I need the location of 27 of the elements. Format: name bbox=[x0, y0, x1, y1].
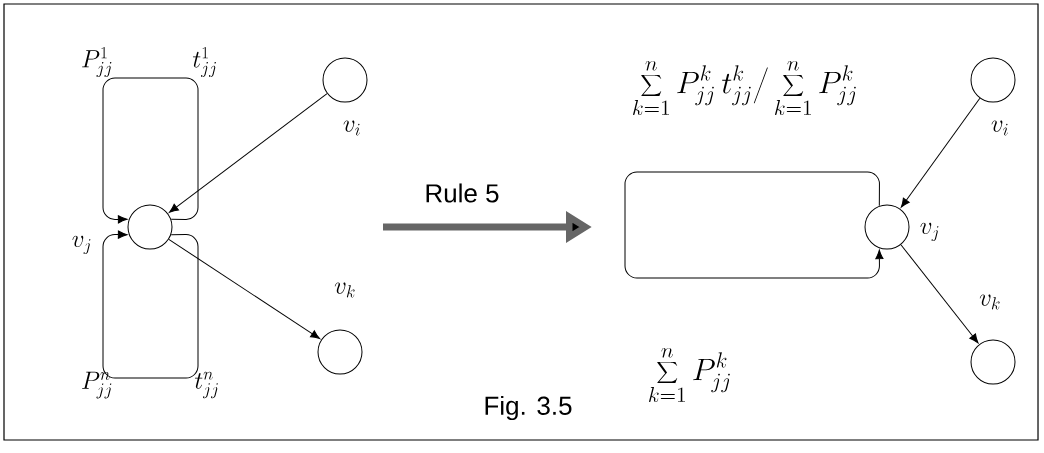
arrow bbox=[102, 230, 199, 379]
arrow bbox=[900, 244, 979, 344]
node-label: $v_{j}$ bbox=[72, 235, 91, 255]
node-label: $v_{k}$ bbox=[334, 282, 355, 298]
loop-label: $P^{1}_{jj}$ bbox=[82, 46, 112, 77]
node-circle bbox=[864, 204, 910, 250]
node-circle bbox=[317, 329, 363, 375]
formula-label: $\sum_{k=1}^{n} P^{k}_{jj}$ bbox=[649, 347, 730, 403]
node-label: $v_{k}$ bbox=[979, 294, 1000, 310]
node-label: $v_{i}$ bbox=[343, 120, 360, 136]
node-label: $v_{i}$ bbox=[991, 120, 1008, 136]
formula-label: $\sum_{k=1}^{n} P^{k}_{jj}\, t^{k}_{jj} \Bigg/ \sum_{k=1}^{n} P^{k}_{jj}$ bbox=[633, 60, 856, 116]
arrow bbox=[102, 77, 199, 224]
node-circle bbox=[127, 204, 173, 250]
loop-label: $P^{n}_{jj}$ bbox=[82, 371, 112, 399]
node-circle bbox=[970, 57, 1016, 103]
node-circle bbox=[322, 57, 368, 103]
arrow bbox=[624, 171, 884, 279]
arrow bbox=[169, 93, 328, 213]
loop-label: $t^{n}_{jj}$ bbox=[194, 371, 218, 399]
loop-label: $t^{1}_{jj}$ bbox=[192, 46, 216, 77]
arrow bbox=[168, 238, 321, 340]
figure-caption: Fig. 3.5 bbox=[485, 395, 572, 421]
node-circle bbox=[970, 339, 1016, 385]
rule-label: Rule 5 bbox=[426, 183, 499, 203]
node-label: $v_{j}$ bbox=[920, 222, 939, 242]
arrow bbox=[900, 97, 981, 208]
